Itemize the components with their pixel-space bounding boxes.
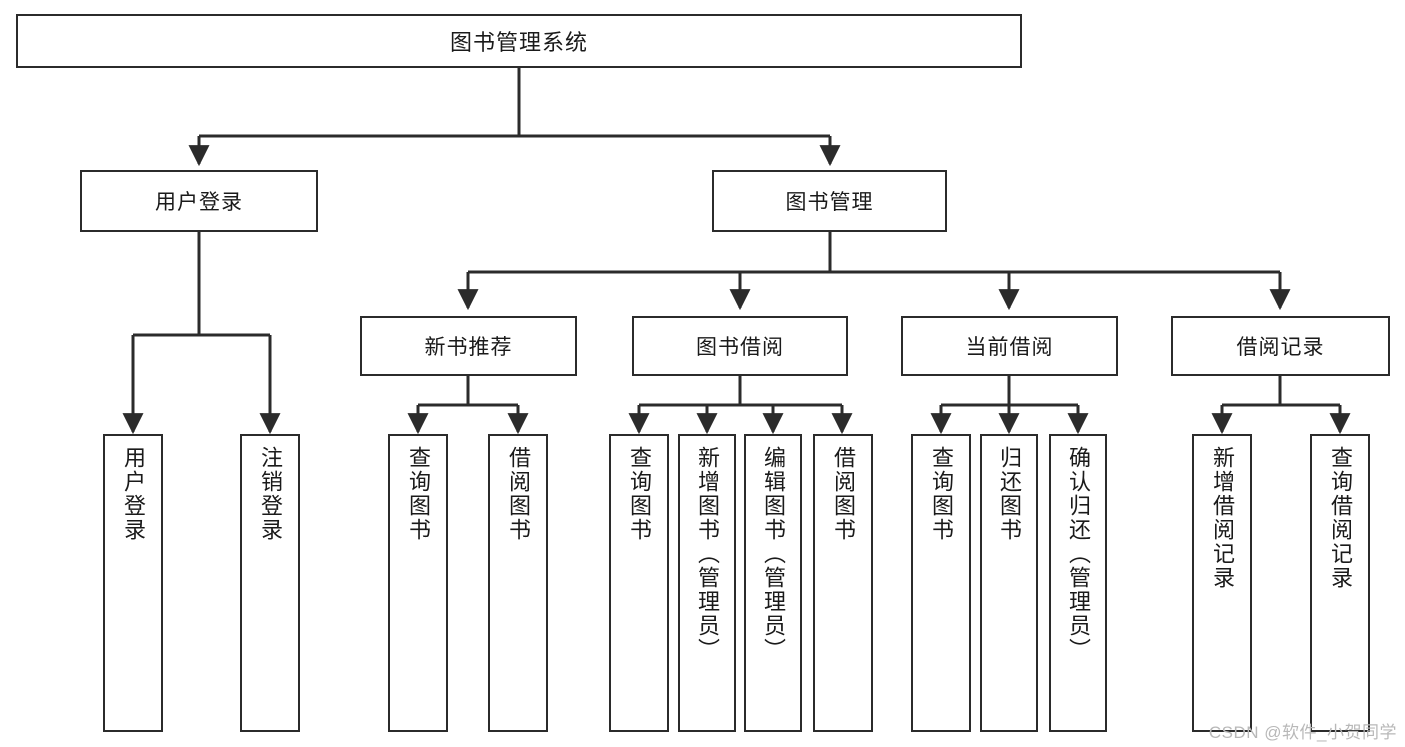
- node-leaf-query-book-2[interactable]: 查询图书: [609, 434, 669, 732]
- node-label: 用户登录: [155, 191, 243, 214]
- node-leaf-add-book[interactable]: 新增图书（管理员）: [678, 434, 736, 732]
- node-leaf-query-book-3[interactable]: 查询图书: [911, 434, 971, 732]
- node-label: 图书管理系统: [449, 30, 588, 55]
- node-label: 当前借阅: [965, 336, 1054, 359]
- node-label: 新增借阅记录: [1209, 446, 1235, 590]
- node-label: 新书推荐: [424, 336, 513, 359]
- node-leaf-return-book[interactable]: 归还图书: [980, 434, 1038, 732]
- node-label: 注销登录: [257, 446, 283, 542]
- node-book-borrow[interactable]: 图书借阅: [632, 316, 848, 376]
- node-label: 查询图书: [405, 446, 431, 542]
- node-book-manage[interactable]: 图书管理: [712, 170, 947, 232]
- node-label: 查询借阅记录: [1327, 446, 1353, 590]
- node-borrow-record[interactable]: 借阅记录: [1171, 316, 1390, 376]
- node-leaf-query-book-1[interactable]: 查询图书: [388, 434, 448, 732]
- node-label: 图书借阅: [696, 336, 784, 359]
- node-leaf-confirm-return[interactable]: 确认归还（管理员）: [1049, 434, 1107, 732]
- node-leaf-query-record[interactable]: 查询借阅记录: [1310, 434, 1370, 732]
- node-leaf-borrow-book-2[interactable]: 借阅图书: [813, 434, 873, 732]
- node-label: 归还图书: [996, 446, 1022, 542]
- node-leaf-logout-login[interactable]: 注销登录: [240, 434, 300, 732]
- node-leaf-user-login[interactable]: 用户登录: [103, 434, 163, 732]
- node-root-system[interactable]: 图书管理系统: [16, 14, 1022, 68]
- csdn-watermark: CSDN @软件_小贺同学: [1208, 723, 1397, 742]
- node-label: 图书管理: [785, 191, 874, 214]
- node-new-book-recommend[interactable]: 新书推荐: [360, 316, 577, 376]
- node-leaf-add-record[interactable]: 新增借阅记录: [1192, 434, 1252, 732]
- node-leaf-borrow-book-1[interactable]: 借阅图书: [488, 434, 548, 732]
- node-label: 借阅记录: [1236, 336, 1325, 359]
- node-label: 新增图书（管理员）: [694, 446, 720, 662]
- node-user-login[interactable]: 用户登录: [80, 170, 318, 232]
- node-label: 编辑图书（管理员）: [760, 446, 786, 662]
- node-current-borrow[interactable]: 当前借阅: [901, 316, 1118, 376]
- node-label: 查询图书: [626, 446, 652, 542]
- node-label: 用户登录: [120, 446, 146, 542]
- node-label: 确认归还（管理员）: [1065, 446, 1091, 662]
- node-label: 借阅图书: [830, 446, 856, 542]
- node-label: 借阅图书: [505, 446, 531, 542]
- node-label: 查询图书: [928, 446, 954, 542]
- node-leaf-edit-book[interactable]: 编辑图书（管理员）: [744, 434, 802, 732]
